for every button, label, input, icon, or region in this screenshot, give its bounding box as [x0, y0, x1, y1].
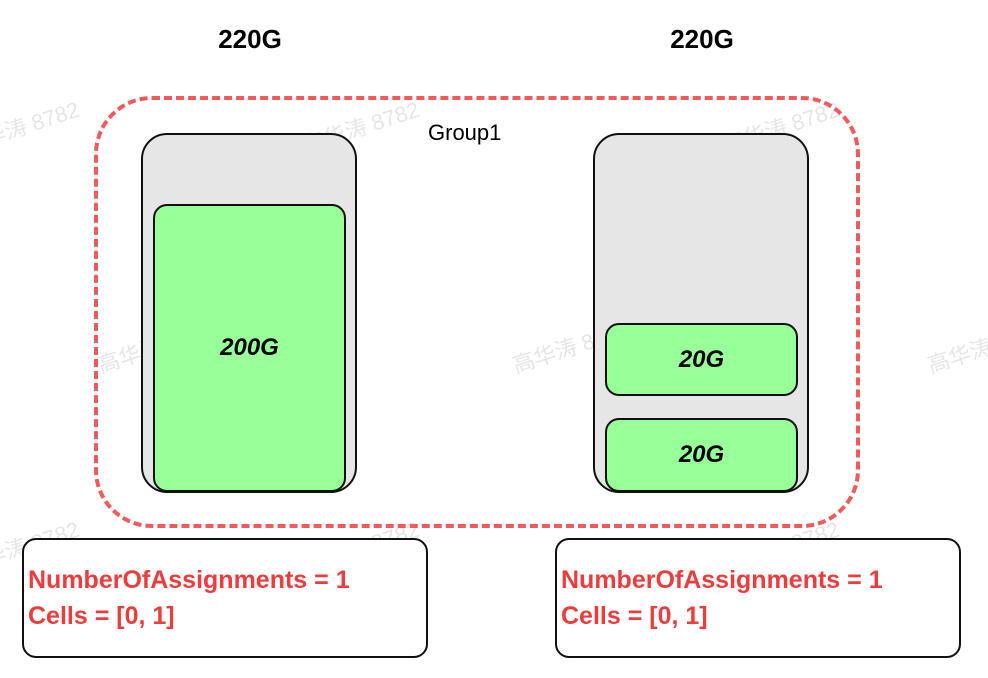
- assignments-count-text: NumberOfAssignments = 1: [561, 566, 883, 594]
- cells-text: Cells = [0, 1]: [561, 602, 708, 630]
- assignment-info-box: NumberOfAssignments = 1 Cells = [0, 1]: [555, 538, 961, 658]
- node-capacity-label: 220G: [670, 24, 734, 54]
- watermark: 高华涛 8782: [0, 96, 83, 159]
- group-boundary: [94, 96, 860, 528]
- allocation-block: 200G: [153, 204, 346, 492]
- cells-text: Cells = [0, 1]: [28, 602, 175, 630]
- watermark: 高华涛 8782: [924, 317, 988, 379]
- node-capacity-label: 220G: [218, 24, 282, 54]
- allocation-block: 20G: [605, 323, 798, 396]
- assignments-count-text: NumberOfAssignments = 1: [28, 566, 350, 594]
- allocation-block: 20G: [605, 418, 798, 492]
- group-label: Group1: [428, 120, 502, 145]
- assignment-info-box: NumberOfAssignments = 1 Cells = [0, 1]: [22, 538, 428, 658]
